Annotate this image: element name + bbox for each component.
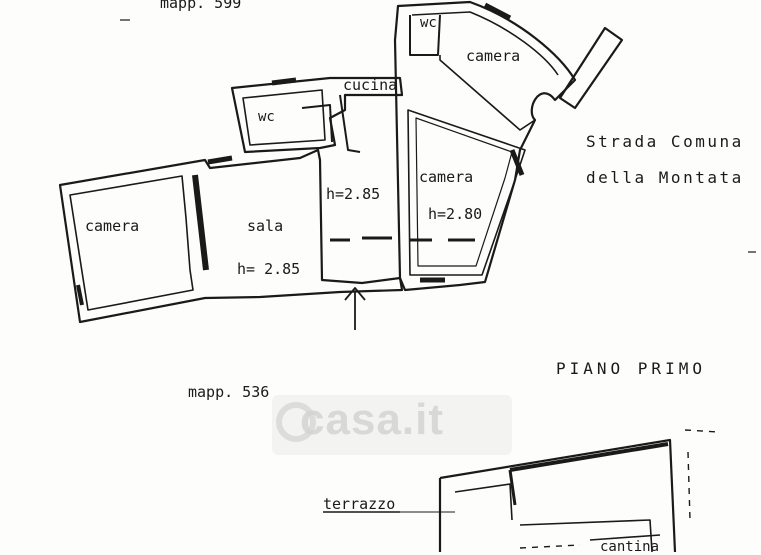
sala-divider-wall xyxy=(192,174,209,271)
mapp-bottom-label: mapp. 536 xyxy=(188,383,270,401)
cucina-label: cucina xyxy=(343,76,398,94)
wc-left-label: wc xyxy=(258,109,275,125)
street-name-line2: della Montata xyxy=(586,168,744,187)
camera-left-label: camera xyxy=(85,217,140,235)
wc-top-label: wc xyxy=(420,15,437,31)
upper-wing-outer-wall xyxy=(393,0,577,292)
wc-inner-wall xyxy=(242,89,326,146)
cantina-label: cantina xyxy=(600,539,660,555)
height-sala-label: h= 2.85 xyxy=(237,260,301,278)
height-mid-label: h=2.85 xyxy=(326,185,381,203)
wc-door xyxy=(301,104,333,143)
balcony-block xyxy=(558,26,624,110)
terrazzo-label: terrazzo xyxy=(323,495,396,513)
height-right-label: h=2.80 xyxy=(428,205,483,223)
wc-top-walls xyxy=(409,14,441,56)
cucina-wall xyxy=(339,94,361,153)
lower-plan-thick-wall xyxy=(509,442,669,472)
watermark-logo-icon xyxy=(276,402,316,442)
watermark-text: casa.it xyxy=(300,395,444,444)
sala-label: sala xyxy=(247,217,284,235)
camera-right-label: camera xyxy=(419,168,474,186)
camera-top-label: camera xyxy=(466,47,521,65)
floor-label: PIANO PRIMO xyxy=(556,359,706,378)
lower-plan-outer xyxy=(438,438,677,552)
street-name-line1: Strada Comuna xyxy=(586,132,744,151)
lower-plan-inner xyxy=(454,483,513,521)
left-wing-outer-wall xyxy=(58,148,404,324)
left-wing-inner-wall xyxy=(69,175,194,311)
camera-right-wall xyxy=(407,109,526,276)
camera-top-wall xyxy=(439,55,536,131)
wc-block-wall xyxy=(230,76,404,154)
upper-wing-inner-curve xyxy=(411,11,559,76)
mapp-top-label: mapp. 599 xyxy=(160,0,242,12)
